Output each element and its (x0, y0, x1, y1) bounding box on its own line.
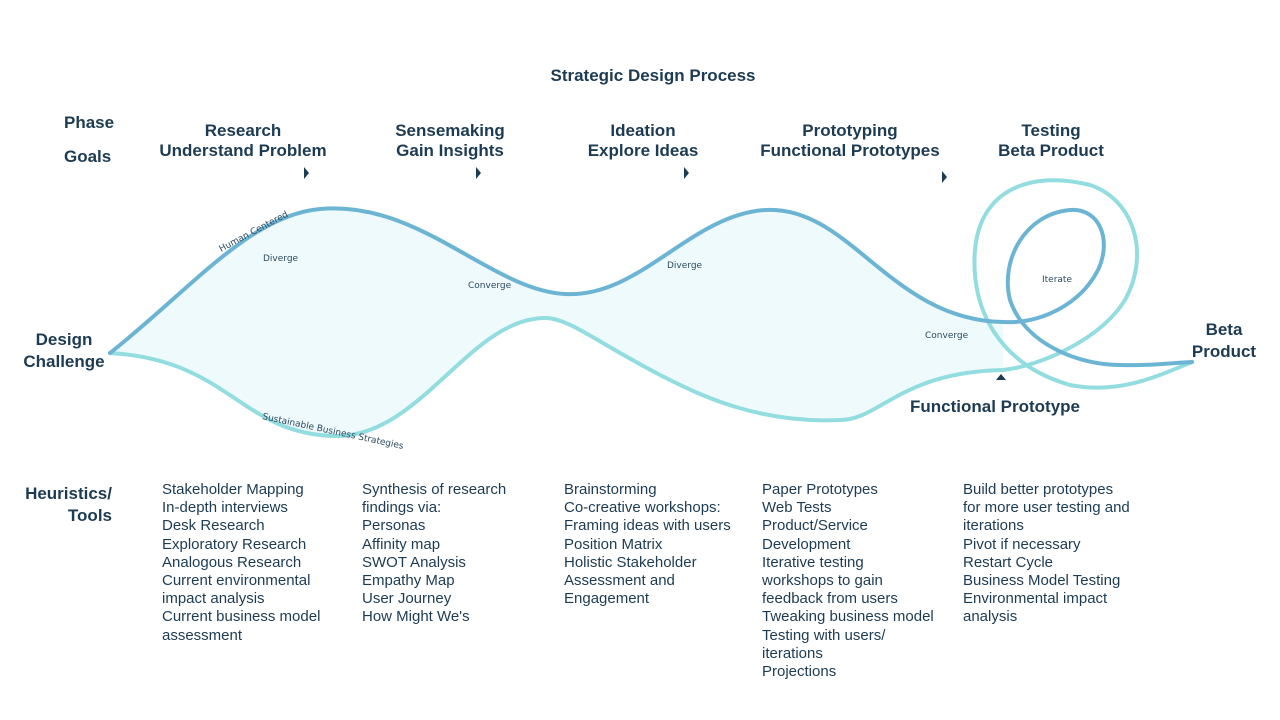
tools-ideation: Brainstorming Co-creative workshops: Fra… (564, 481, 731, 608)
start-label-line1: Design (35, 330, 93, 349)
list-item: Position Matrix (564, 535, 663, 553)
human-centered-curve (108, 206, 1194, 368)
phase-name: Prototyping (802, 121, 898, 140)
list-item: Paper Prototypes (762, 481, 878, 498)
list-item: Web Tests (762, 499, 832, 517)
end-label: Beta Product (1182, 319, 1266, 363)
heuristics-label-line2: Tools (67, 506, 112, 525)
list-item: How Might We's (362, 608, 470, 626)
list-item: Tweaking business model (762, 608, 934, 626)
converge-label-1: Converge (468, 281, 512, 291)
phase-goal: Understand Problem (159, 141, 327, 160)
list-item: Current environmental (162, 572, 311, 590)
tools-testing: Build better prototypes for more user te… (963, 481, 1130, 627)
phase-goal: Beta Product (998, 141, 1104, 160)
sustainable-curve (108, 178, 1194, 439)
list-item: Affinity map (362, 535, 441, 553)
end-label-line1: Beta (1205, 320, 1243, 339)
list-item: Projections (762, 663, 837, 681)
tools-prototyping: Paper Prototypes Web Tests Product/Servi… (762, 481, 934, 681)
phase-research: Research Understand Problem (123, 121, 363, 161)
tools-sensemaking: Synthesis of research findings via: Pers… (362, 481, 506, 627)
list-item: Holistic Stakeholder (564, 553, 697, 571)
list-item: iterations (963, 517, 1024, 535)
diverge-label-2: Diverge (667, 261, 703, 271)
list-item: Brainstorming (564, 481, 657, 498)
list-item: Iterative testing (762, 553, 864, 571)
list-item: Testing with users/ (762, 626, 886, 644)
goals-row-label: Goals (64, 147, 112, 166)
arrow-up-icon (996, 374, 1006, 380)
list-item: workshops to gain (762, 572, 883, 590)
list-item: In-depth interviews (162, 499, 288, 517)
end-label-line2: Product (1191, 342, 1257, 361)
list-item: SWOT Analysis (362, 553, 466, 571)
phase-testing: Testing Beta Product (931, 121, 1171, 161)
list-item: Co-creative workshops: (564, 499, 721, 517)
start-label-line2: Challenge (23, 352, 105, 371)
list-item: analysis (963, 608, 1018, 626)
phase-row-label: Phase (64, 113, 115, 132)
diverge-label-1: Diverge (263, 254, 299, 264)
diagram-title: Strategic Design Process (550, 66, 756, 85)
converge-label-2: Converge (925, 331, 969, 341)
iterate-label: Iterate (1042, 275, 1072, 285)
arrow-right-icon (304, 167, 309, 179)
list-item: Analogous Research (162, 553, 302, 571)
list-item: Business Model Testing (963, 572, 1121, 590)
heuristics-row-label: Heuristics/ Tools (22, 483, 112, 527)
list-item: User Journey (362, 590, 452, 608)
list-item: feedback from users (762, 590, 898, 608)
phase-name: Sensemaking (395, 121, 505, 140)
arrow-right-icon (942, 171, 947, 183)
list-item: findings via: (362, 499, 442, 517)
phase-name: Research (204, 121, 282, 140)
list-item: Desk Research (162, 517, 265, 535)
list-item: Product/Service (762, 517, 868, 535)
list-item: Engagement (564, 590, 650, 608)
arrow-right-icon (684, 167, 689, 179)
list-item: Stakeholder Mapping (162, 481, 304, 498)
phase-name: Ideation (610, 121, 676, 140)
list-item: for more user testing and (963, 499, 1130, 517)
phase-ideation: Ideation Explore Ideas (523, 121, 763, 161)
process-area-fill (110, 208, 1003, 437)
list-item: Exploratory Research (162, 535, 307, 553)
list-item: Personas (362, 517, 426, 535)
list-item: impact analysis (162, 590, 265, 608)
phase-goal: Explore Ideas (587, 141, 699, 160)
list-item: Assessment and (564, 572, 675, 590)
list-item: Synthesis of research (362, 481, 507, 498)
list-item: Current business model (162, 608, 321, 626)
phase-goal: Functional Prototypes (760, 141, 940, 160)
phase-prototyping: Prototyping Functional Prototypes (730, 121, 970, 161)
list-item: iterations (762, 644, 823, 662)
list-item: Development (762, 535, 851, 553)
list-item: Build better prototypes (963, 481, 1114, 498)
phase-name: Testing (1021, 121, 1081, 140)
list-item: Pivot if necessary (963, 535, 1081, 553)
list-item: Framing ideas with users (564, 517, 731, 535)
phase-sensemaking: Sensemaking Gain Insights (330, 121, 570, 161)
list-item: Restart Cycle (963, 553, 1054, 571)
arrow-right-icon (476, 167, 481, 179)
list-item: assessment (162, 626, 243, 644)
start-label: Design Challenge (14, 329, 114, 373)
list-item: Environmental impact (963, 590, 1108, 608)
heuristics-label-line1: Heuristics/ (25, 484, 112, 503)
milestone-label: Functional Prototype (910, 397, 1080, 416)
phase-goal: Gain Insights (396, 141, 504, 160)
tools-research: Stakeholder Mapping In-depth interviews … (162, 481, 320, 645)
list-item: Empathy Map (362, 572, 455, 590)
